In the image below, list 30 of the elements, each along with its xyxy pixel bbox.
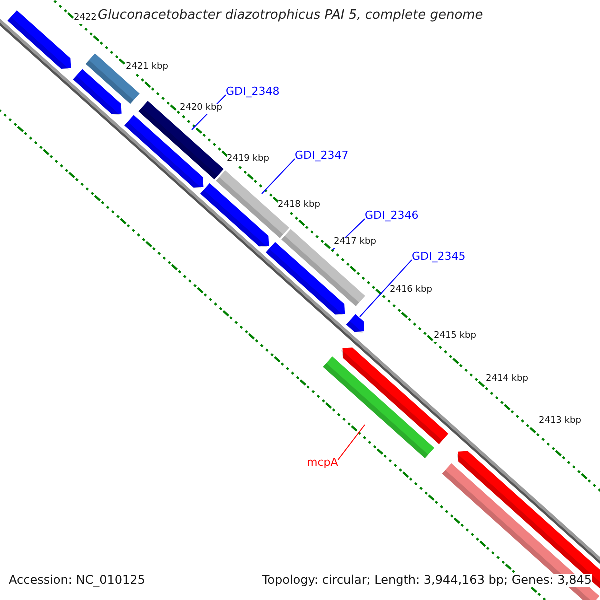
gene-label: GDI_2347 (295, 150, 349, 162)
gene-bar (323, 356, 434, 459)
gene-feature (8, 10, 72, 70)
scale-label: 2417 kbp (334, 238, 376, 248)
scale-label: 2422 (74, 14, 97, 24)
gene-feature (341, 348, 449, 444)
genome-info-text: Topology: circular; Length: 3,944,163 bp; Genes: 3,845 (262, 574, 592, 588)
leader-line (360, 260, 412, 318)
leader-line (262, 158, 296, 194)
scale-label: 2421 kbp (126, 63, 168, 73)
gene-bar (138, 101, 224, 180)
gene-feature (346, 314, 364, 334)
scale-label: 2416 kbp (390, 286, 432, 296)
gene-label: GDI_2348 (226, 86, 280, 98)
scale-label: 2414 kbp (486, 375, 528, 385)
leader-line (338, 424, 366, 460)
gene-label: GDI_2345 (412, 251, 466, 264)
gene-label: mcpA (307, 457, 338, 470)
scale-label: 2418 kbp (278, 201, 320, 211)
scale-label: 2420 kbp (180, 104, 222, 114)
gene-feature (124, 115, 204, 189)
scale-label: 2413 kbp (539, 417, 582, 427)
gene-label: GDI_2346 (365, 210, 419, 222)
title: Gluconacetobacter diazotrophicus PAI 5, complete genome (98, 9, 484, 24)
scale-label: 2415 kbp (434, 332, 476, 342)
gene-feature (200, 183, 270, 248)
gene-feature (73, 69, 122, 116)
accession-text: Accession: NC_010125 (9, 574, 146, 588)
gene-feature (266, 242, 346, 316)
scale-label: 2419 kbp (227, 155, 270, 165)
